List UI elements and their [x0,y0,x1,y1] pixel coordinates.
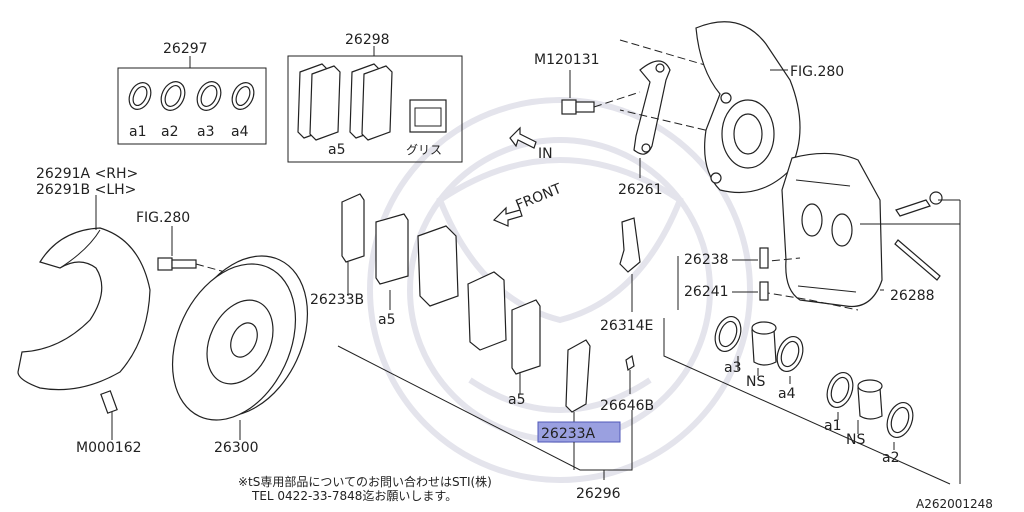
clip-26646b[interactable] [625,355,635,371]
seal-ring-a1[interactable] [125,79,155,113]
splash-guard[interactable] [17,227,151,391]
label-ns-1: NS [746,374,765,390]
caliper-body[interactable] [781,152,883,308]
seal-ring-a4[interactable] [228,79,258,113]
bolt-m120131[interactable] [561,99,595,115]
shim-26233a[interactable] [565,339,591,413]
cap-26238[interactable] [759,247,769,269]
bolt-m000162[interactable] [100,390,118,414]
reference-code: A262001248 [916,497,993,511]
seal-ring-a2[interactable] [157,78,190,114]
seal-ring-a3[interactable] [193,78,226,114]
label-a4-piston: a4 [778,386,796,402]
label-m120131[interactable]: M120131 [534,52,600,68]
label-a3-kit: a3 [197,124,215,140]
label-a2-piston: a2 [882,450,900,466]
label-26291b[interactable]: 26291B <LH> [36,182,136,198]
shim-inner-2[interactable] [511,299,541,375]
label-a4-kit: a4 [231,124,249,140]
label-front: FRONT [514,181,565,214]
brake-pad-26233b[interactable] [417,225,459,307]
label-26298[interactable]: 26298 [345,32,390,48]
label-26300[interactable]: 26300 [214,440,259,456]
steering-knuckle[interactable] [695,21,801,194]
shim-kit-box [287,46,463,163]
piston-seal-a2[interactable] [883,399,918,441]
piston-seal-a3[interactable] [711,313,746,355]
bleeder-screw[interactable] [895,191,943,217]
highlight-26233a [537,421,621,443]
hub-bolt[interactable] [157,257,197,271]
shim-inner-a5[interactable] [375,213,409,285]
label-grease: グリス [406,143,442,157]
label-m000162[interactable]: M000162 [76,440,142,456]
label-a3-piston: a3 [724,360,742,376]
label-fig280-left[interactable]: FIG.280 [136,210,190,226]
label-26291a[interactable]: 26291A <RH> [36,166,138,182]
note-line-2: TEL 0422-33-7848迄お願いします。 [251,489,457,503]
label-in: IN [538,146,553,162]
seal-kit-box [117,56,267,145]
shim-outer[interactable] [341,193,365,263]
note-line-1: ※tS専用部品についてのお問い合わせはSTI(株) [238,474,492,489]
caliper-bracket[interactable] [633,60,671,155]
label-fig280-top[interactable]: FIG.280 [790,64,844,80]
label-26241[interactable]: 26241 [684,284,729,300]
anti-rattle-spring[interactable] [619,217,641,273]
label-26646b[interactable]: 26646B [600,398,654,414]
label-a5-shim: a5 [508,392,526,408]
grease-packet[interactable] [409,99,447,133]
label-a2-kit: a2 [161,124,179,140]
label-a1-piston: a1 [824,418,842,434]
label-a1-kit: a1 [129,124,147,140]
label-a5-kit: a5 [328,142,346,158]
spring-26241[interactable] [759,281,769,301]
piston-seal-a1[interactable] [823,369,858,411]
piston-seal-a4[interactable] [773,333,808,375]
shim-set-left[interactable] [297,63,341,141]
label-26233b[interactable]: 26233B [310,292,364,308]
label-26238[interactable]: 26238 [684,252,729,268]
label-26233a[interactable]: 26233A [541,426,596,442]
label-26314e[interactable]: 26314E [600,318,653,334]
label-26288[interactable]: 26288 [890,288,935,304]
label-26296[interactable]: 26296 [576,486,621,502]
in-arrow-icon [509,126,537,149]
disc-rotor[interactable] [149,235,332,440]
front-arrow-icon [492,206,523,227]
label-26261[interactable]: 26261 [618,182,663,198]
pad-pin[interactable] [894,239,941,281]
shim-set-right[interactable] [349,63,393,141]
label-ns-2: NS [846,432,865,448]
label-a5-pad: a5 [378,312,396,328]
piston-ns-2[interactable] [857,379,883,420]
label-26297[interactable]: 26297 [163,41,208,57]
brake-pad-inner[interactable] [467,271,507,351]
piston-ns-1[interactable] [751,321,777,366]
